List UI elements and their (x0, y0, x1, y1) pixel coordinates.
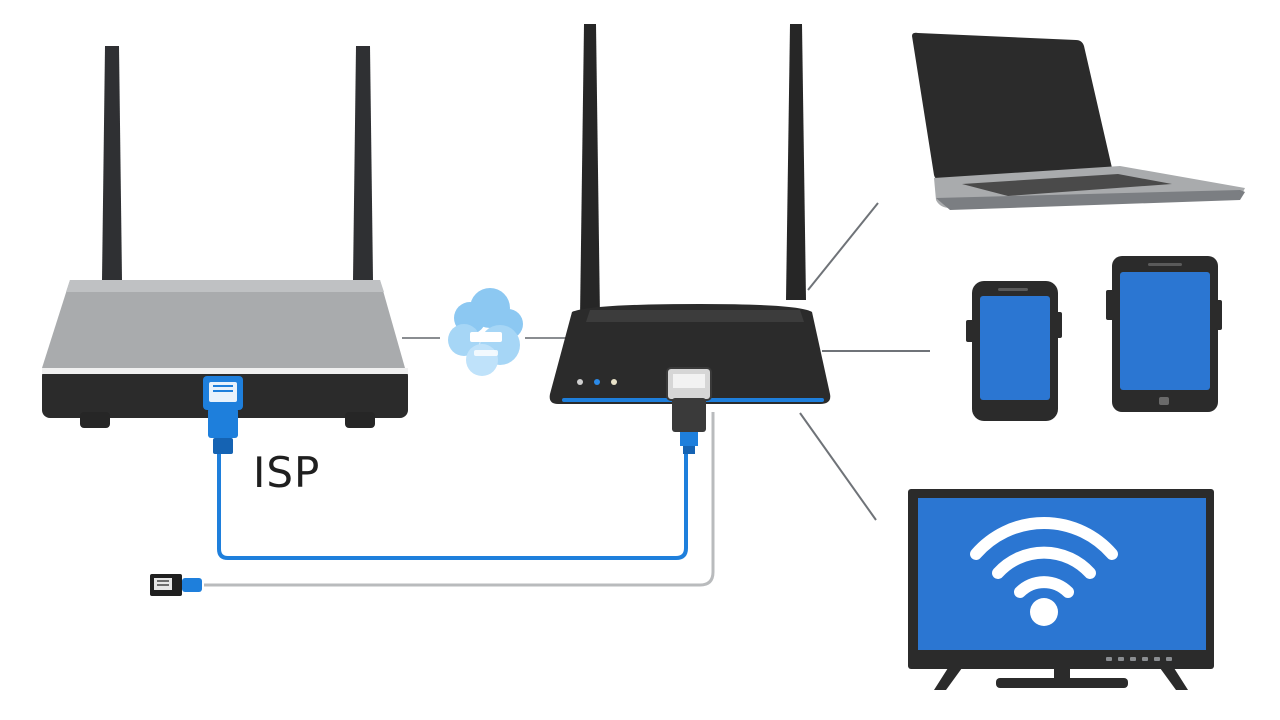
blue-ethernet-cable (217, 452, 688, 560)
wifi-icon (970, 516, 1118, 598)
wifi-icon-dot (1030, 598, 1058, 626)
tv-stand-base (996, 678, 1128, 688)
router-led (594, 379, 600, 385)
tv-stand-right (1160, 668, 1188, 690)
modem-antenna-left (102, 46, 122, 280)
router-to-laptop-line (807, 202, 879, 291)
isp-label: ISP (253, 448, 321, 497)
laptop-icon (912, 32, 1245, 210)
tablet-icon (1106, 256, 1222, 412)
modem-body-top (42, 280, 405, 368)
smartphone-icon (966, 281, 1062, 421)
router-antenna-left (580, 24, 600, 318)
grey-cable (204, 412, 715, 587)
modem-ethernet-plug-icon (203, 376, 243, 454)
cloud-icon (448, 288, 523, 376)
laptop-screen (912, 32, 1112, 180)
smartphone-screen (980, 296, 1050, 400)
tv-controls (1106, 657, 1172, 661)
tablet-home-button (1159, 397, 1169, 405)
router-ethernet-plug-icon (666, 367, 712, 454)
router-led (611, 379, 617, 385)
tablet-screen (1120, 272, 1210, 390)
modem-icon (42, 46, 408, 454)
cables (204, 412, 715, 587)
wifi-router-icon (549, 24, 831, 454)
router-body (549, 304, 831, 404)
router-led (577, 379, 583, 385)
tv-icon (908, 489, 1214, 690)
modem-antenna-right (353, 46, 373, 280)
ethernet-plug-icon (150, 574, 202, 596)
tv-stand-left (934, 668, 962, 690)
router-antenna-right (786, 24, 806, 300)
connection-lines (402, 202, 930, 521)
router-to-tv-line (799, 412, 877, 521)
